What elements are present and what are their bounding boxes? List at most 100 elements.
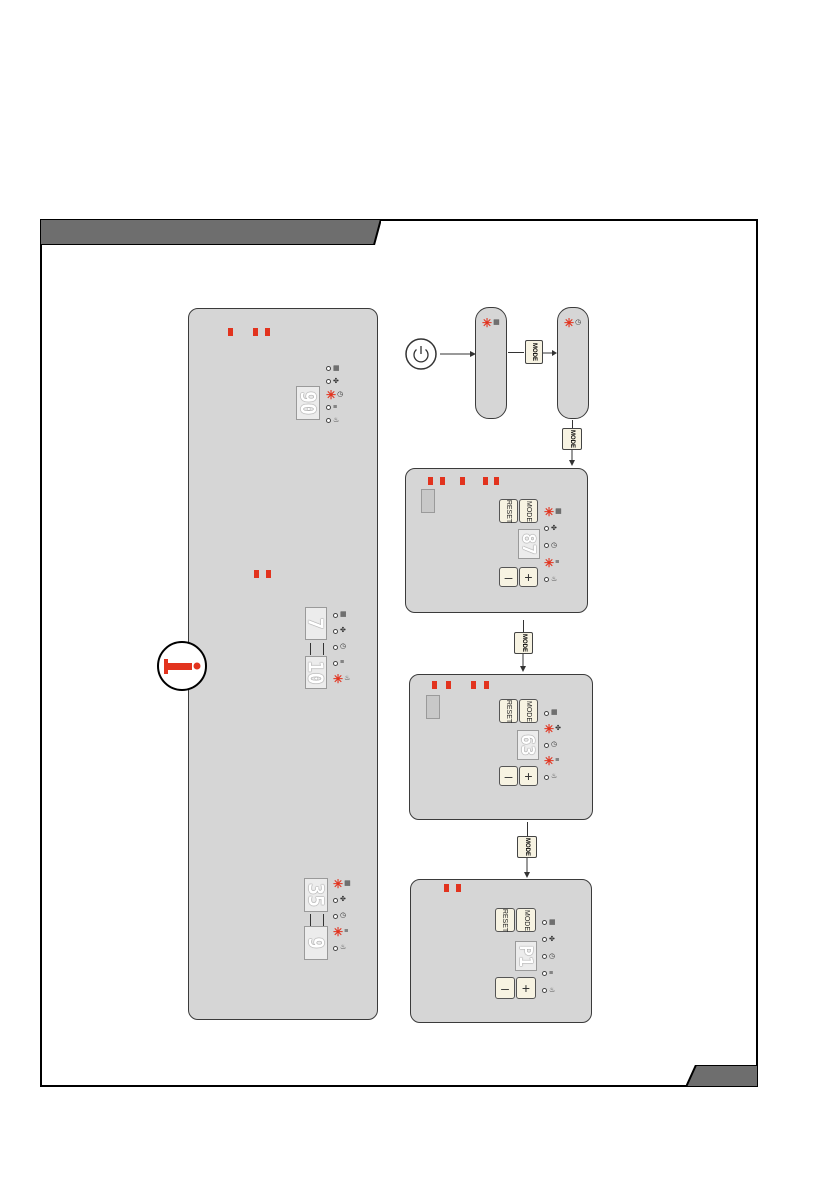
blinking-indicator-icon: ✳ <box>544 555 555 570</box>
reset-button[interactable]: RESET <box>495 908 515 932</box>
grid-icon: ▦ <box>551 709 558 716</box>
fan-icon: ✤ <box>551 524 557 532</box>
flow-line <box>508 352 524 353</box>
flame-icon: ♨ <box>333 416 340 424</box>
segment-display: 63 <box>517 730 539 760</box>
mode-button[interactable]: MODE <box>519 699 538 723</box>
blinking-indicator-icon: ✳ <box>333 925 344 939</box>
led <box>544 774 549 780</box>
timer-icon: ◷ <box>551 541 558 549</box>
timer-icon: ◷ <box>575 319 582 326</box>
led <box>542 920 547 925</box>
segment-display: 87 <box>518 529 540 559</box>
plus-button[interactable]: + <box>516 977 536 999</box>
led <box>333 612 338 618</box>
segment-display: P1 <box>515 941 537 971</box>
mode-button[interactable]: MODE <box>519 499 538 523</box>
led <box>542 988 547 993</box>
mode-button[interactable]: MODE <box>516 908 536 932</box>
grid-icon: ▦ <box>493 319 500 326</box>
display-value: 7 <box>304 617 328 630</box>
marker <box>428 477 433 485</box>
blinking-indicator-icon: ✳ <box>544 754 555 768</box>
timer-icon: ◷ <box>551 741 558 748</box>
led <box>326 379 331 384</box>
plus-button[interactable]: + <box>519 766 538 786</box>
page-frame <box>40 219 758 1087</box>
led <box>326 418 331 423</box>
timer-icon: ◷ <box>337 390 344 398</box>
led <box>544 526 549 531</box>
mode-button[interactable]: MODE <box>525 340 543 364</box>
connector <box>310 914 324 926</box>
led <box>544 543 549 548</box>
mode-button[interactable]: MODE <box>514 632 533 654</box>
reset-button[interactable]: RESET <box>499 699 518 723</box>
blinking-indicator-icon: ✳ <box>544 504 555 519</box>
led <box>333 945 338 951</box>
plus-label: + <box>524 569 533 585</box>
thermometer-icon: ≡ <box>555 757 560 764</box>
display-value: 9 <box>304 936 328 950</box>
minus-label: – <box>504 768 513 784</box>
marker <box>432 681 437 689</box>
marker <box>254 570 259 578</box>
led <box>542 971 547 976</box>
flow-line <box>523 620 524 632</box>
led <box>544 710 549 716</box>
led <box>333 913 338 919</box>
marker <box>460 477 465 485</box>
control-panel-2: RESET MODE 63 – + ▦ ✳✤ ◷ ✳≡ ♨ <box>409 674 593 820</box>
minus-button[interactable]: – <box>499 766 518 786</box>
mode-button-label: MODE <box>524 838 530 856</box>
indicator-column: ▦ ✤ ◷ ≡ ✳♨ <box>333 607 351 687</box>
reset-button-label: RESET <box>505 499 512 523</box>
flame-icon: ♨ <box>549 986 556 994</box>
flow-arrow <box>569 450 575 466</box>
led <box>333 644 338 650</box>
mode-button-label: MODE <box>520 634 527 652</box>
mode-button-label: MODE <box>569 430 575 448</box>
thermometer-icon: ≡ <box>549 969 554 977</box>
reset-button[interactable]: RESET <box>499 499 518 523</box>
reset-button-label: RESET <box>501 908 509 932</box>
mode-button-label: MODE <box>525 700 532 722</box>
thermometer-icon: ≡ <box>333 403 338 411</box>
info-icon <box>157 641 207 691</box>
marker <box>484 681 489 689</box>
description-panel <box>188 308 378 1020</box>
minus-button[interactable]: – <box>495 977 515 999</box>
flame-icon: ♨ <box>340 944 347 951</box>
flow-line <box>572 420 573 428</box>
plus-button[interactable]: + <box>519 567 538 587</box>
flame-icon: ♨ <box>551 773 558 780</box>
reset-button-label: RESET <box>505 699 512 723</box>
display-value: 90 <box>296 390 320 416</box>
segment-display: 7 <box>304 607 328 640</box>
marker <box>253 328 258 336</box>
display-value: 35 <box>304 882 328 908</box>
mode-button[interactable]: MODE <box>562 428 582 450</box>
timer-icon: ◷ <box>549 952 556 960</box>
marker <box>265 328 270 336</box>
grid-icon: ▦ <box>333 364 340 372</box>
thermometer-icon: ≡ <box>340 659 345 666</box>
mode-button-label: MODE <box>525 500 532 522</box>
minus-button[interactable]: – <box>499 567 518 587</box>
plus-label: + <box>524 768 533 784</box>
grid-icon: ▦ <box>549 918 556 926</box>
fan-icon: ✤ <box>340 627 346 634</box>
flame-icon: ♨ <box>344 675 351 682</box>
plus-label: + <box>521 980 531 996</box>
power-icon[interactable] <box>404 336 438 372</box>
thermometer-icon: ≡ <box>344 928 349 935</box>
blinking-indicator-icon: ✳ <box>544 722 555 736</box>
small-display <box>426 695 440 719</box>
led <box>333 628 338 634</box>
marker <box>266 570 271 578</box>
mode-button[interactable]: MODE <box>517 836 537 858</box>
blinking-indicator-icon: ✳ <box>333 877 344 891</box>
fan-icon: ✤ <box>549 935 555 943</box>
fan-icon: ✤ <box>333 377 339 385</box>
timer-icon: ◷ <box>340 912 347 919</box>
